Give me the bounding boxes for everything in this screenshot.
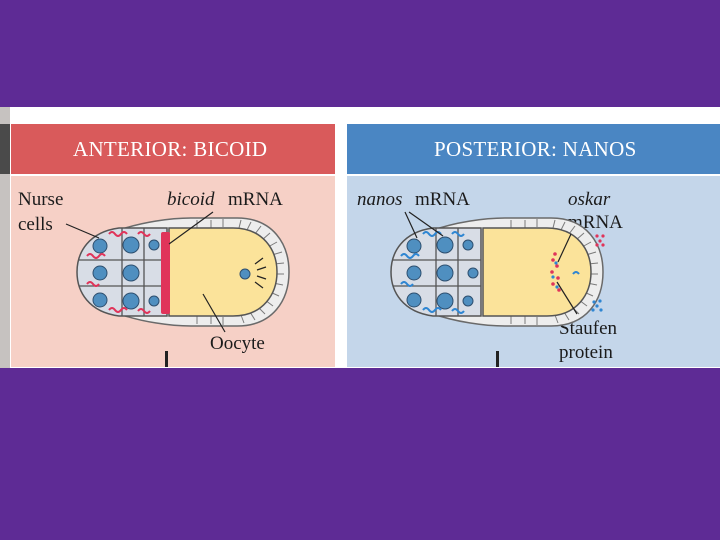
nanos-label-italic: nanos bbox=[357, 189, 402, 210]
bicoid-label-rest: mRNA bbox=[228, 189, 283, 210]
oskar-label-line1: oskar bbox=[568, 189, 611, 210]
posterior-panel: POSTERIOR: NANOS nanos mRNA oskar mRNA S… bbox=[347, 124, 720, 368]
oocyte-label: Oocyte bbox=[210, 333, 265, 354]
anterior-egg-chamber-diagram: Nurse cells bicoid mRNA Oocyte bbox=[11, 124, 335, 368]
left-edge-strip bbox=[0, 107, 10, 368]
posterior-egg-chamber-diagram: nanos mRNA oskar mRNA Staufen protein bbox=[347, 124, 720, 368]
anterior-panel: ANTERIOR: BICOID Nurse cells bicoid mRNA… bbox=[11, 124, 335, 368]
nanos-label-rest: mRNA bbox=[415, 189, 470, 210]
nurse-label-line1: Nurse bbox=[18, 189, 63, 210]
figure-panel: ANTERIOR: BICOID Nurse cells bicoid mRNA… bbox=[0, 107, 720, 368]
bicoid-label-italic: bicoid bbox=[167, 189, 215, 210]
nurse-label-line2: cells bbox=[18, 214, 53, 235]
staufen-label-line2: protein bbox=[559, 342, 613, 363]
